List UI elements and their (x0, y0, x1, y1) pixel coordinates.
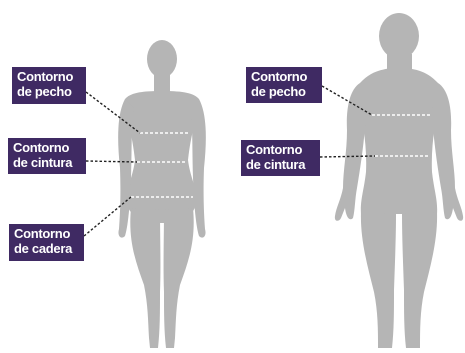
label-male-waist: Contorno de cintura (241, 140, 320, 176)
label-female-chest-line1: Contorno (17, 69, 74, 84)
leader-lines (83, 85, 376, 237)
label-male-waist-line1: Contorno (246, 142, 303, 157)
label-female-chest-line2: de pecho (17, 84, 72, 99)
label-male-chest: Contorno de pecho (246, 67, 322, 103)
measurement-lines (131, 114, 432, 198)
female-silhouette (118, 40, 206, 348)
label-female-hip-line1: Contorno (14, 226, 71, 241)
label-female-hip: Contorno de cadera (9, 224, 84, 261)
label-female-waist-line1: Contorno (13, 140, 70, 155)
label-female-chest: Contorno de pecho (12, 67, 86, 104)
male-silhouette (334, 13, 464, 348)
label-male-waist-line2: de cintura (246, 157, 306, 172)
label-male-chest-line1: Contorno (251, 69, 308, 84)
male-chest-leader (321, 85, 373, 116)
label-female-hip-line2: de cadera (14, 241, 73, 256)
label-female-waist: Contorno de cintura (8, 138, 86, 174)
female-waist-leader (85, 160, 138, 163)
female-chest-leader (85, 91, 141, 134)
male-waist-leader (319, 155, 376, 158)
female-hip-leader (83, 196, 132, 237)
label-female-waist-line2: de cintura (13, 155, 73, 170)
label-male-chest-line2: de pecho (251, 84, 306, 99)
